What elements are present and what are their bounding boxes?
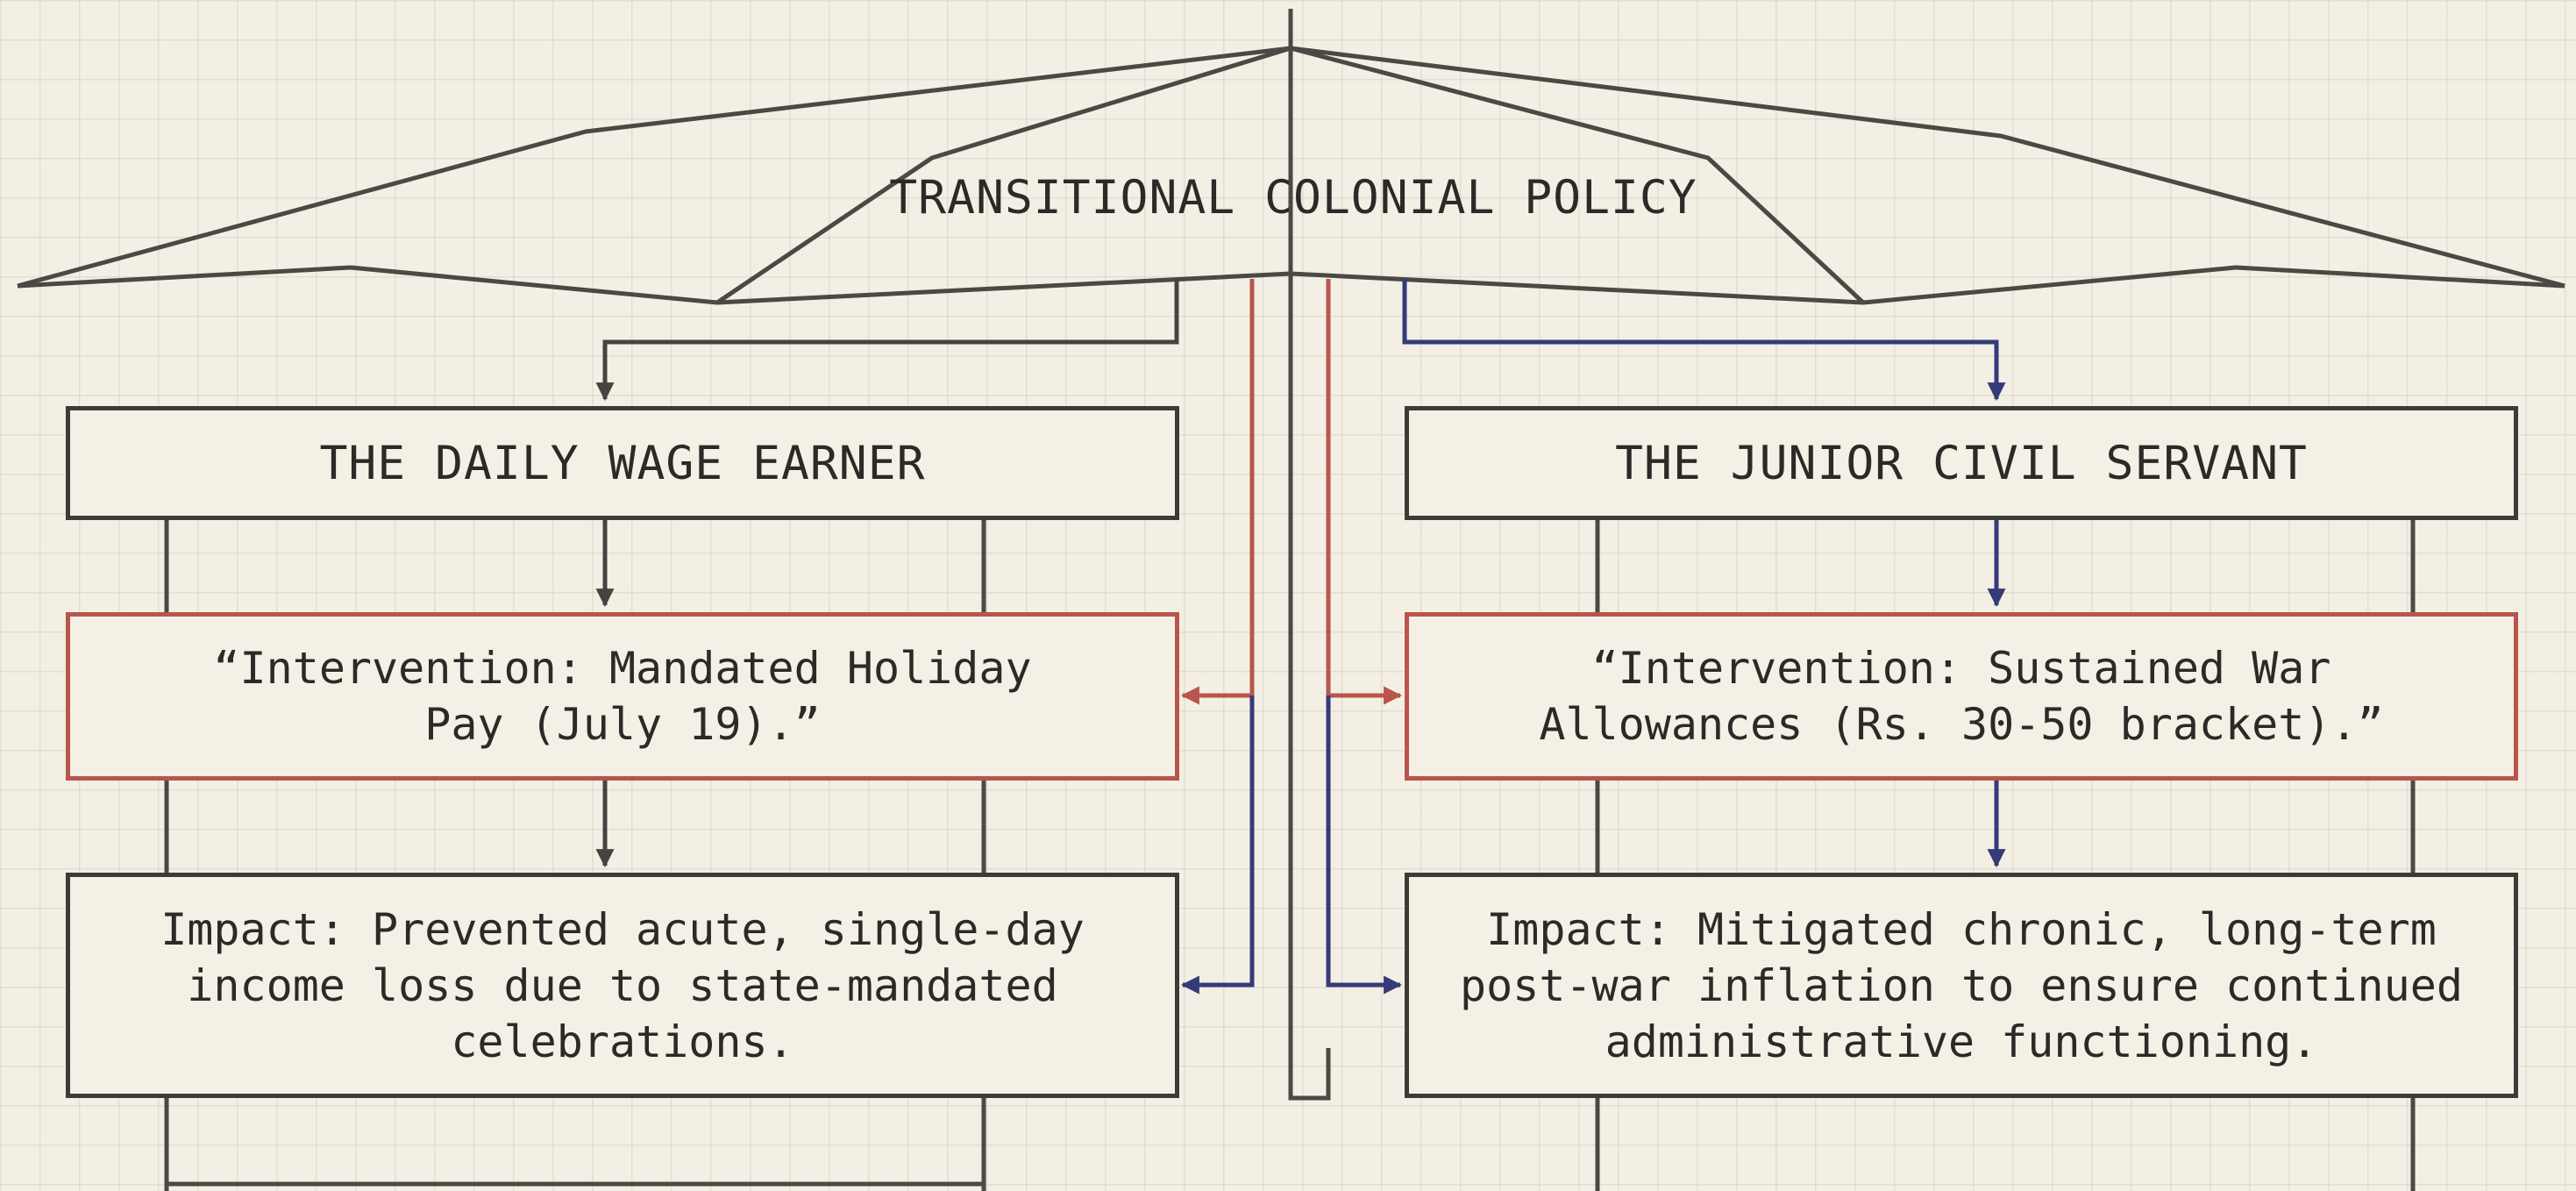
daily-wage-earner-label: THE DAILY WAGE EARNER <box>319 436 926 490</box>
right-flow-arrows <box>1402 279 2006 868</box>
right-intervention-box: “Intervention: Sustained War Allowances … <box>1405 612 2518 781</box>
right-impact-text: Impact: Mitigated chronic, long-term pos… <box>1460 903 2463 1067</box>
junior-civil-servant-label: THE JUNIOR CIVIL SERVANT <box>1615 436 2308 490</box>
left-intervention-text: “Intervention: Mandated Holiday Pay (Jul… <box>213 643 1032 750</box>
blue-cross-arrows <box>1180 695 1403 995</box>
diagram-title: TRANSITIONAL COLONIAL POLICY <box>889 171 1697 225</box>
daily-wage-earner-header: THE DAILY WAGE EARNER <box>66 406 1179 520</box>
left-impact-box: Impact: Prevented acute, single-day inco… <box>66 873 1179 1098</box>
left-flow-arrows <box>595 279 1179 868</box>
left-impact-text: Impact: Prevented acute, single-day inco… <box>160 903 1085 1067</box>
left-intervention-box: “Intervention: Mandated Holiday Pay (Jul… <box>66 612 1179 781</box>
right-intervention-text: “Intervention: Sustained War Allowances … <box>1539 643 2384 750</box>
umbrella-handle <box>1288 274 1331 1101</box>
right-impact-box: Impact: Mitigated chronic, long-term pos… <box>1405 873 2518 1098</box>
umbrella-canopy <box>17 9 2565 305</box>
junior-civil-servant-header: THE JUNIOR CIVIL SERVANT <box>1405 406 2518 520</box>
